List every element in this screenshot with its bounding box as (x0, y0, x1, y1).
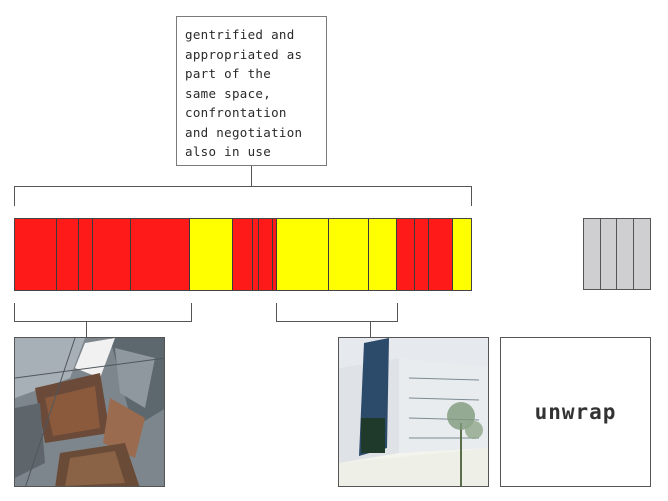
right-bracket (276, 321, 398, 322)
top-bracket (14, 186, 472, 187)
strip-segment (277, 219, 329, 290)
gray-strip-segment (600, 219, 617, 289)
strip-segment (453, 219, 471, 290)
gray-strip-segment (584, 219, 601, 289)
left-bracket (14, 321, 192, 322)
callout-line: and negotiation (185, 124, 303, 140)
strip-segment (415, 219, 429, 290)
photo-courtyard (338, 337, 489, 487)
gray-strip-segment (617, 219, 634, 289)
strip-segment (397, 219, 415, 290)
strip-segment (233, 219, 253, 290)
callout-line: confrontation (185, 105, 287, 120)
top-bracket-right-tick (471, 186, 472, 206)
collage-image-icon (15, 338, 164, 486)
strip-segment (15, 219, 57, 290)
strip-segment (93, 219, 131, 290)
top-bracket-left-tick (14, 186, 15, 206)
right-bracket-stem (370, 321, 371, 337)
callout-line: same space, (185, 85, 272, 101)
strip-segment (190, 219, 233, 290)
strip-segment (329, 219, 369, 290)
callout-line: appropriated as (185, 46, 303, 62)
photo-tilted-buildings (14, 337, 165, 487)
callout-box: gentrified and appropriated as part of t… (176, 16, 327, 166)
courtyard-image-icon (339, 338, 488, 486)
strip-segment (273, 219, 277, 290)
left-bracket-right-tick (191, 303, 192, 322)
strip-segment (57, 219, 79, 290)
right-bracket-left-tick (276, 303, 277, 322)
callout-connector (251, 166, 252, 187)
left-bracket-stem (86, 321, 87, 337)
left-bracket-left-tick (14, 303, 15, 322)
unwrap-label: unwrap (534, 400, 617, 424)
strip-segment (253, 219, 259, 290)
color-strip (14, 218, 472, 291)
callout-line: also in use (185, 144, 272, 159)
gray-strip (583, 218, 651, 290)
callout-line: gentrified and (185, 27, 295, 42)
unwrap-box[interactable]: unwrap (500, 337, 651, 487)
strip-segment (131, 219, 190, 290)
strip-segment (79, 219, 93, 290)
right-bracket-right-tick (397, 303, 398, 322)
strip-segment (429, 219, 453, 290)
gray-strip-segment (633, 219, 650, 289)
strip-segment (369, 219, 397, 290)
strip-segment (259, 219, 273, 290)
callout-line: part of the (185, 66, 272, 81)
